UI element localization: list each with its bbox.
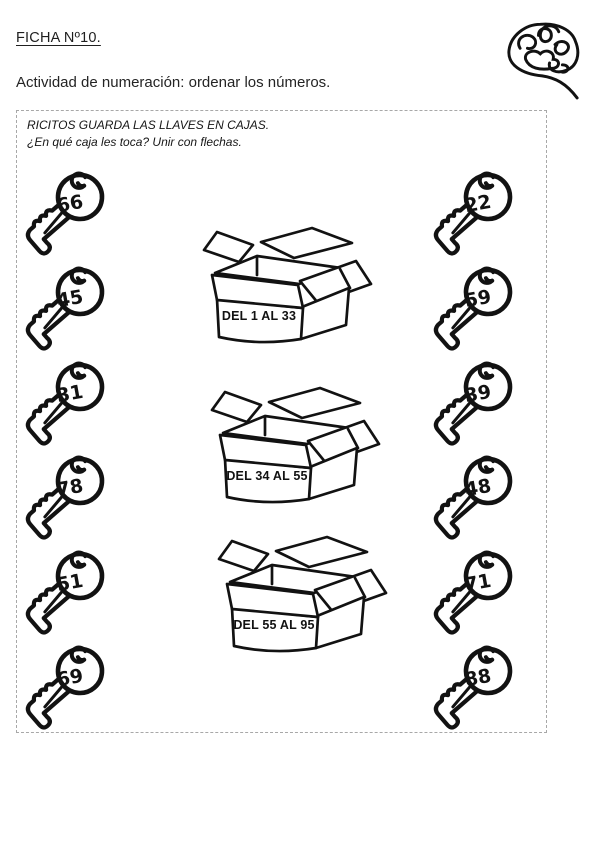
activity-subtitle: Actividad de numeración: ordenar los núm… — [16, 74, 331, 91]
worksheet-frame — [16, 110, 547, 733]
key-right-5[interactable]: 71 — [414, 546, 516, 641]
brain-doodle-icon — [498, 12, 590, 102]
box-3[interactable]: DEL 55 AL 95 — [208, 531, 398, 656]
box-range-label: DEL 1 AL 33 — [221, 309, 297, 323]
box-2[interactable]: DEL 34 AL 55 — [201, 382, 391, 507]
box-range-label: DEL 55 AL 95 — [233, 618, 315, 632]
open-cardboard-box-icon — [208, 531, 398, 656]
key-left-1[interactable]: 66 — [6, 167, 108, 262]
key-right-6[interactable]: 88 — [414, 641, 516, 736]
key-left-4[interactable]: 78 — [6, 451, 108, 546]
key-left-2[interactable]: 45 — [6, 262, 108, 357]
open-cardboard-box-icon — [193, 222, 383, 347]
key-right-2[interactable]: 59 — [414, 262, 516, 357]
instruction-line-2: ¿En qué caja les toca? Unir con flechas. — [27, 135, 242, 149]
key-left-5[interactable]: 51 — [6, 546, 108, 641]
key-right-3[interactable]: 39 — [414, 357, 516, 452]
page-title: FICHA Nº10. — [16, 30, 101, 46]
instructions: RICITOS GUARDA LAS LLAVES EN CAJAS. ¿En … — [27, 117, 269, 151]
key-right-1[interactable]: 22 — [414, 167, 516, 262]
open-cardboard-box-icon — [201, 382, 391, 507]
instruction-line-1: RICITOS GUARDA LAS LLAVES EN CAJAS. — [27, 118, 270, 132]
key-left-3[interactable]: 31 — [6, 357, 108, 452]
key-right-4[interactable]: 48 — [414, 451, 516, 546]
box-range-label: DEL 34 AL 55 — [226, 469, 308, 483]
box-1[interactable]: DEL 1 AL 33 — [193, 222, 383, 347]
key-left-6[interactable]: 69 — [6, 641, 108, 736]
